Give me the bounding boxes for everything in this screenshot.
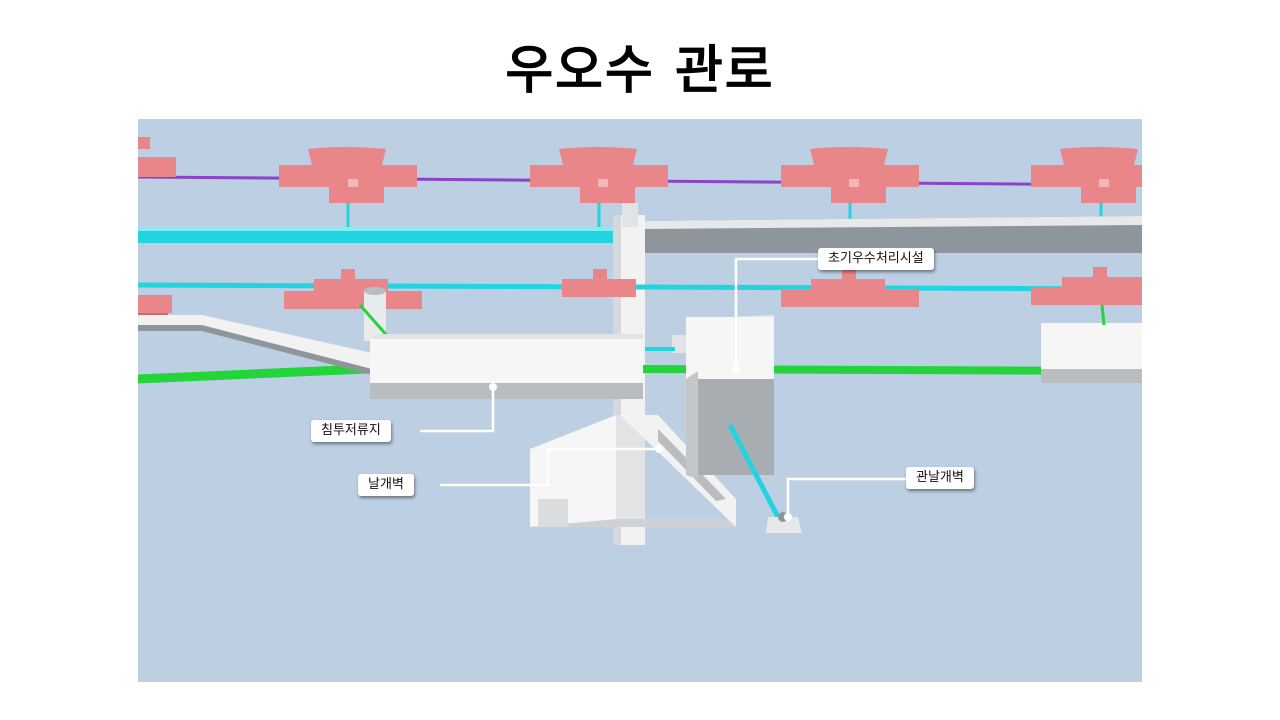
- label-early-rainwater-facility: 초기우수처리시설: [818, 248, 934, 270]
- page-title: 우오수 관로: [505, 41, 775, 101]
- manhole-top-5: [1031, 147, 1142, 203]
- infiltration-reservoir: [370, 339, 643, 383]
- callout-dots: [489, 365, 792, 521]
- manhole-top-2: [279, 147, 417, 203]
- manhole-mid-4: [781, 269, 919, 307]
- manhole-top-3: [530, 147, 668, 203]
- manhole-top-4: [781, 147, 919, 203]
- callout-lines: [420, 257, 908, 517]
- label-pipe-wingwall: 관날개벽: [906, 467, 974, 489]
- sewer-pipe: [138, 364, 367, 384]
- manhole-mid-5: [1031, 267, 1142, 305]
- pipeline-3d-scene: [138, 119, 1142, 682]
- early-rainwater-facility: [645, 315, 781, 519]
- wingwall-structure: [530, 415, 736, 527]
- inflow-channel: [138, 315, 372, 375]
- manhole-top-1: [138, 137, 176, 177]
- label-wingwall: 날개벽: [358, 474, 414, 496]
- right-structure: [1041, 304, 1142, 383]
- rainwater-pipe-2: [138, 282, 1142, 292]
- manhole-mid-3: [562, 269, 636, 297]
- label-infiltration-reservoir: 침투저류지: [311, 420, 391, 442]
